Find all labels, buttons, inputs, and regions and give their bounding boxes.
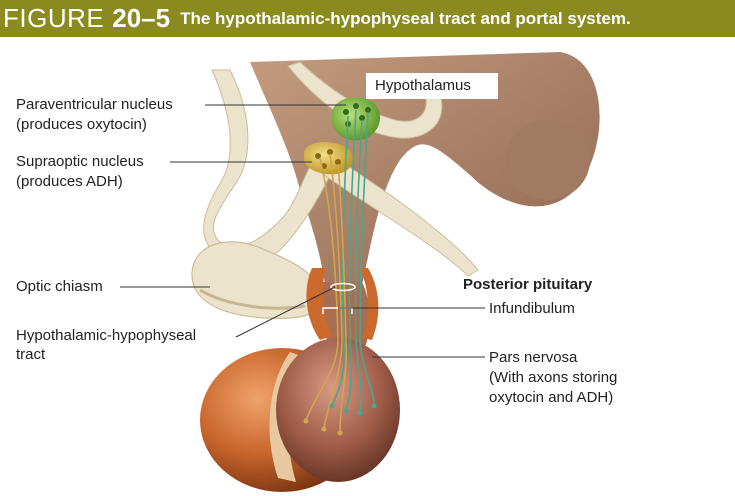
pars-tuberalis: [306, 268, 332, 340]
label-pars-nervosa: Pars nervosa: [489, 349, 578, 366]
adh-terminals: [303, 418, 343, 436]
pars-tuberalis-right: [360, 268, 379, 340]
label-supraoptic-nucleus: Supraoptic nucleus: [16, 153, 144, 170]
label-supraoptic-function: (produces ADH): [16, 173, 123, 190]
tract-marker: [330, 282, 356, 292]
figure-title: The hypothalamic-hypophyseal tract and p…: [180, 8, 631, 28]
label-pars-nervosa-note-2: oxytocin and ADH): [489, 389, 614, 406]
label-posterior-pituitary: Posterior pituitary: [463, 276, 593, 293]
label-optic-chiasm: Optic chiasm: [16, 278, 103, 295]
leader-lines: [120, 104, 485, 358]
posterior-lobe: [276, 338, 400, 482]
figure-banner: FIGURE 20–5 The hypothalamic-hypophyseal…: [0, 0, 735, 37]
label-pars-nervosa-note-1: (With axons storing: [489, 369, 618, 386]
infundibulum-bracket: [322, 307, 353, 314]
label-hypothalamic-hypophyseal: Hypothalamic-hypophyseal: [16, 327, 197, 344]
label-tract: tract: [16, 346, 46, 363]
label-hypothalamus: Hypothalamus: [375, 77, 471, 94]
figure-word: FIGURE: [3, 3, 105, 33]
label-paraventricular-nucleus: Paraventricular nucleus: [16, 96, 173, 113]
label-infundibulum: Infundibulum: [489, 300, 575, 317]
supraoptic-nucleus-shape: [304, 142, 353, 175]
adh-axons: [305, 153, 348, 433]
label-paraventricular-function: (produces oxytocin): [16, 116, 147, 133]
mammillary-body: [506, 120, 590, 200]
hypothalamus-label-box: [366, 73, 498, 99]
axon-terminals: [329, 403, 377, 416]
figure-number: 20–5: [112, 3, 171, 33]
